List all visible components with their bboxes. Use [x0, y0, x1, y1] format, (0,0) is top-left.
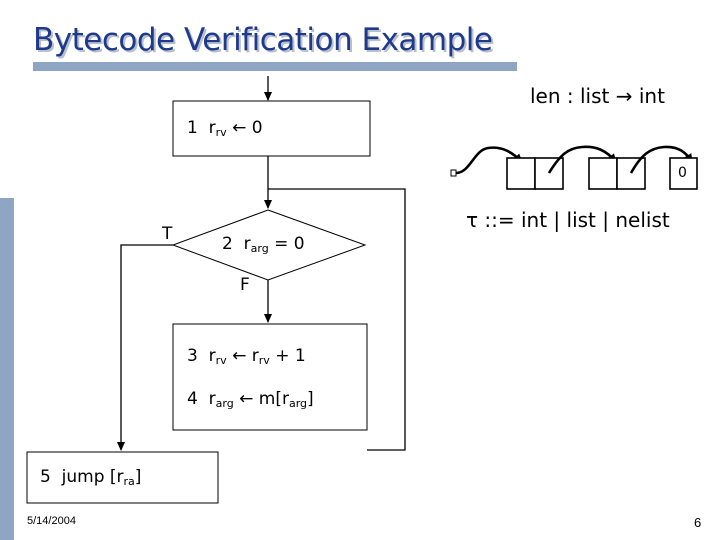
edge-loop-back: [268, 188, 406, 451]
node-4-register-sub: arg: [215, 397, 234, 410]
list-terminal-value: 0: [678, 165, 687, 181]
node-2-number: 2: [222, 234, 233, 254]
node-3-register-sub: rv: [215, 354, 227, 367]
node-5-tail: ]: [134, 467, 142, 487]
node-3-number: 3: [187, 346, 198, 366]
node-5-box: [26, 451, 219, 504]
edge-2-5-true: [117, 244, 173, 451]
node-1-label: 1 rrv ← 0: [187, 118, 263, 139]
node-1-register: r: [208, 118, 216, 138]
slide-title: Bytecode Verification Example: [33, 22, 493, 58]
node-3-op-sub: rv: [258, 354, 270, 367]
list-terminal-box: [669, 157, 698, 190]
branch-true-label: T: [162, 224, 173, 244]
node-3-op: ← r: [232, 346, 259, 366]
list-cell-3: [588, 157, 618, 190]
branch-false-label: F: [240, 275, 250, 295]
list-null-pointer: [450, 169, 457, 177]
node-1-op: ← 0: [232, 118, 263, 138]
node-3-tail: + 1: [275, 346, 306, 366]
node-4-register: r: [208, 389, 216, 409]
node-2-register-sub: arg: [250, 242, 269, 255]
node-1-register-sub: rv: [215, 126, 227, 139]
type-grammar: τ ::= int | list | nelist: [466, 208, 670, 232]
node-3-4-box: [172, 323, 368, 431]
footer-date: 5/14/2004: [27, 515, 76, 527]
side-accent-bar: [0, 198, 14, 540]
node-4-label: 4 rarg ← m[rarg]: [187, 389, 314, 410]
node-4-number: 4: [187, 389, 198, 409]
node-4-tail: ]: [307, 389, 314, 409]
list-cell-4: [616, 157, 646, 190]
node-2-register: r: [243, 234, 251, 254]
node-5-text: jump [r: [61, 467, 124, 487]
node-3-label: 3 rrv ← rrv + 1: [187, 346, 306, 367]
list-cell-1: [506, 157, 536, 190]
node-5-label: 5 jump [rra]: [40, 467, 142, 488]
node-1-number: 1: [187, 118, 198, 138]
list-link-1: [455, 146, 523, 175]
node-2-label: 2 rarg = 0: [222, 234, 305, 255]
list-cell-2: [534, 157, 564, 190]
node-5-sub: ra: [123, 475, 135, 488]
type-signature: len : list → int: [530, 84, 665, 108]
page-number: 6: [694, 515, 702, 530]
node-3-register: r: [208, 346, 216, 366]
node-5-number: 5: [40, 467, 51, 487]
node-2-op: = 0: [274, 234, 305, 254]
list-link-3: [629, 145, 694, 174]
node-4-op-sub: arg: [288, 397, 308, 410]
node-4-op: ← m[r: [239, 389, 289, 409]
title-underline: [33, 62, 517, 71]
list-link-2: [547, 145, 617, 174]
node-1-box: [172, 100, 371, 157]
